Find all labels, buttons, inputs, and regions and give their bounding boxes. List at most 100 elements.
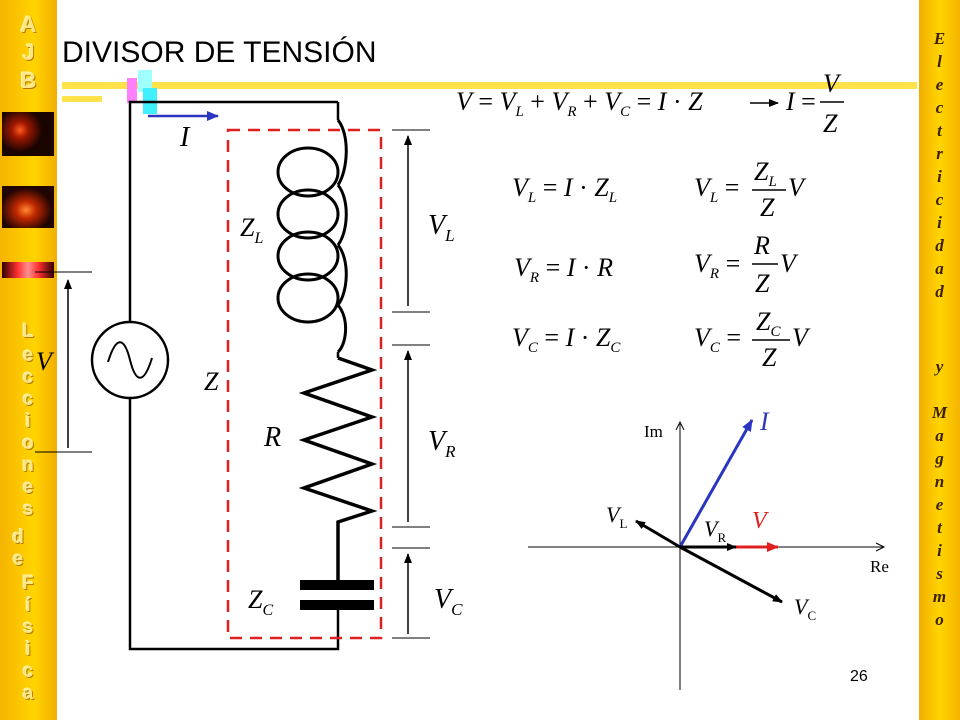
sidebar-letter: n (22, 455, 34, 476)
circuit-wire (128, 100, 340, 651)
circuit-diagram (35, 100, 430, 651)
svg-text:ZC: ZC (756, 307, 781, 340)
phasor-vc (679, 545, 783, 604)
sidebar-letter: s (936, 564, 943, 583)
axis-label-im: Im (644, 422, 663, 441)
svg-text:R: R (753, 231, 770, 260)
sidebar-letter: t (937, 121, 942, 140)
phasor-label-vr: VR (704, 516, 726, 545)
sidebar-letter: í (25, 595, 31, 616)
impedance-label: Z (204, 367, 219, 396)
sidebar-letter: y (935, 357, 944, 376)
svg-text:VC = I · ZC: VC = I · ZC (512, 323, 621, 356)
slide-number: 26 (850, 668, 868, 685)
main-equation: V = VL + VR + VC = I · Z (456, 87, 703, 120)
inductor-label: ZL (240, 213, 263, 247)
source-voltage-label: V (36, 347, 55, 376)
sidebar-letter: e (22, 477, 34, 498)
sidebar-letter: d (12, 527, 24, 548)
impedance-box (226, 128, 383, 640)
axis-label-re: Re (870, 557, 889, 576)
logo-letter: A (20, 12, 37, 37)
svg-text:V = VL + VR + VC = I · Z: V = VL + VR + VC = I · Z (456, 87, 703, 120)
sidebar-letter: c (22, 661, 34, 682)
sidebar-letter: g (935, 449, 944, 468)
svg-text:VL = I · ZL: VL = I · ZL (512, 173, 617, 206)
svg-text:V: V (780, 249, 799, 278)
svg-text:VR =: VR = (694, 249, 740, 282)
equation-vl-divider: VL = ZL Z V (694, 157, 807, 222)
svg-text:V: V (788, 173, 807, 202)
logo-letter: J (22, 40, 35, 65)
sidebar-letter: m (932, 587, 947, 606)
sidebar-letter: a (22, 683, 34, 704)
resistor-label: R (263, 422, 281, 453)
svg-text:VL =: VL = (694, 173, 739, 206)
sidebar-letter: l (937, 52, 942, 71)
sidebar-letter: o (935, 610, 944, 629)
axis-arrow-icon (875, 542, 886, 552)
vr-label: VR (428, 426, 456, 461)
resistor (298, 356, 378, 582)
sidebar-letter: i (25, 639, 31, 660)
capacitor-plate (300, 600, 374, 610)
axis-arrow-icon (675, 420, 685, 431)
thumbnail-image (2, 262, 54, 278)
phasor-label-i: I (759, 407, 770, 436)
sidebar-letter: e (12, 549, 24, 570)
sidebar-letter: d (935, 236, 944, 255)
thumbnail-image (2, 186, 54, 228)
sidebar-letter: e (22, 345, 34, 366)
sidebar-letter: E (933, 29, 946, 48)
sidebar-letter: e (935, 495, 944, 514)
svg-text:Z: Z (760, 193, 775, 222)
title-underline-accent (62, 96, 102, 102)
decorative-block (127, 78, 137, 103)
sine-wave-icon (107, 341, 153, 379)
equation-vr: VR = I · R (514, 253, 613, 286)
svg-text:VR = I · R: VR = I · R (514, 253, 613, 286)
svg-text:I =: I = (785, 87, 816, 116)
svg-text:VC =: VC = (694, 323, 741, 356)
sidebar-letter: r (936, 144, 943, 163)
sidebar-letter: n (934, 472, 945, 491)
equation-vc-divider: VC = ZC Z V (694, 307, 811, 372)
sidebar-letter: i (937, 541, 942, 560)
svg-text:V: V (792, 323, 811, 352)
sidebar-letter: L (22, 321, 34, 342)
equation-vc: VC = I · ZC (512, 323, 621, 356)
sidebar-letter: a (935, 426, 944, 445)
decorative-block (138, 70, 152, 92)
svg-text:Z: Z (762, 343, 777, 372)
sidebar-letter: c (22, 389, 34, 410)
title-underline (62, 82, 917, 89)
equation-vl: VL = I · ZL (512, 173, 617, 206)
svg-text:V: V (823, 69, 842, 98)
vc-label: VC (434, 584, 463, 619)
capacitor-plate (300, 580, 374, 590)
sidebar-letter: c (935, 98, 944, 117)
phasor-diagram (528, 419, 886, 690)
sidebar-letter: e (935, 75, 944, 94)
phasor-label-vc: VC (794, 594, 816, 623)
logo-letter: B (20, 68, 37, 93)
sidebar-letter: i (25, 411, 31, 432)
equation-vr-divider: VR = R Z V (694, 231, 799, 298)
current-label: I (179, 122, 191, 153)
capacitor-label: ZC (248, 585, 273, 619)
sidebar-letter: c (22, 367, 34, 388)
current-result-equation: I = V Z (785, 69, 844, 138)
sidebar-letter: s (22, 617, 34, 638)
sidebar-letter: i (937, 213, 942, 232)
svg-text:Z: Z (755, 269, 770, 298)
sidebar-letter: t (937, 518, 942, 537)
sidebar-letter: F (22, 573, 34, 594)
sidebar-letter: c (935, 190, 944, 209)
inductor (276, 119, 348, 354)
phasor-i (678, 419, 754, 548)
sidebar-letter: d (935, 282, 944, 301)
sidebar-letter: M (931, 403, 948, 422)
phasor-label-v: V (752, 508, 769, 534)
sidebar-letter: o (22, 433, 34, 454)
